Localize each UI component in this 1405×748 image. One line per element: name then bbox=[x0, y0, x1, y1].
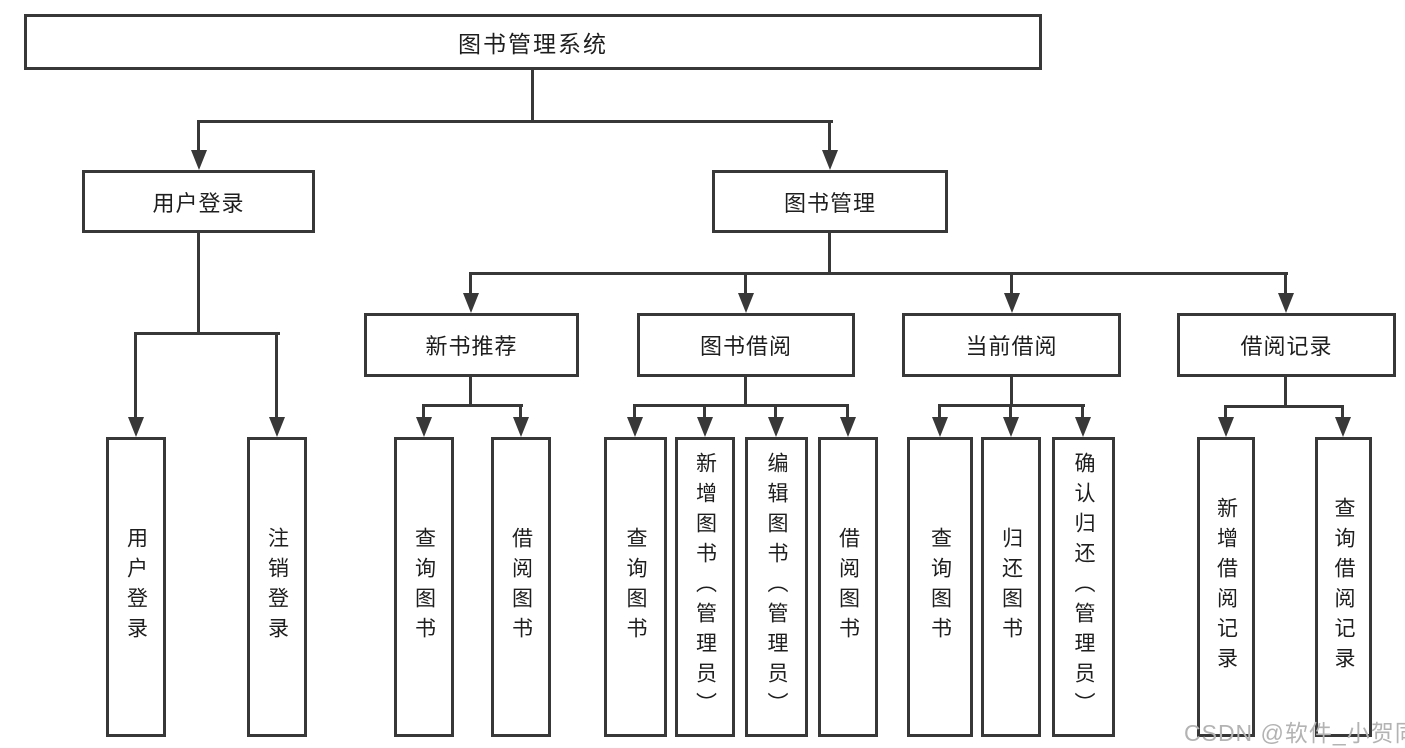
leaf-add-borrow-record-label: 新增借阅记录 bbox=[1214, 497, 1238, 677]
connector-to-leaf-user-login bbox=[134, 332, 137, 419]
connector-to-confirm-return bbox=[1081, 404, 1084, 419]
watermark: CSDN @软件_小贺同学 bbox=[1184, 720, 1405, 746]
connector-to-user-login bbox=[197, 120, 200, 152]
leaf-query-borrow-record-label: 查询借阅记录 bbox=[1332, 497, 1355, 677]
connector-root-rail bbox=[197, 120, 833, 123]
connector-to-edit-books-admin bbox=[774, 404, 777, 419]
leaf-logout-label: 注销登录 bbox=[265, 527, 289, 647]
node-new-book-recommend: 新书推荐 bbox=[364, 313, 579, 377]
node-user-login-branch: 用户登录 bbox=[82, 170, 315, 233]
leaf-query-books-recommend-label: 查询图书 bbox=[412, 527, 436, 647]
connector-book-management-stem bbox=[828, 233, 831, 274]
leaf-borrow-books-recommend-label: 借阅图书 bbox=[509, 527, 533, 647]
connector-root-stem bbox=[531, 70, 534, 121]
node-current-borrowing: 当前借阅 bbox=[902, 313, 1121, 377]
leaf-return-books: 归还图书 bbox=[981, 437, 1041, 737]
leaf-query-borrow-record: 查询借阅记录 bbox=[1315, 437, 1372, 737]
leaf-add-books-admin-label: 新增图书（管理员） bbox=[693, 452, 717, 722]
leaf-edit-books-admin: 编辑图书（管理员） bbox=[745, 437, 808, 737]
arrowhead-to-query-borrow-record bbox=[1335, 417, 1351, 437]
leaf-user-login: 用户登录 bbox=[106, 437, 166, 737]
connector-borrowing-rail bbox=[633, 404, 848, 407]
connector-to-query-books-recommend bbox=[422, 404, 425, 419]
node-book-borrowing: 图书借阅 bbox=[637, 313, 855, 377]
node-book-management: 图书管理 bbox=[712, 170, 948, 233]
arrowhead-to-edit-books-admin bbox=[768, 417, 784, 437]
connector-to-borrowing-records bbox=[1284, 272, 1287, 295]
connector-to-query-books-borrowing bbox=[633, 404, 636, 419]
arrowhead-to-book-management bbox=[822, 150, 838, 170]
leaf-add-books-admin: 新增图书（管理员） bbox=[675, 437, 735, 737]
leaf-confirm-return-admin-label: 确认归还（管理员） bbox=[1072, 452, 1095, 722]
arrowhead-to-add-borrow-record bbox=[1218, 417, 1234, 437]
connector-to-leaf-logout bbox=[275, 332, 278, 419]
leaf-logout: 注销登录 bbox=[247, 437, 307, 737]
leaf-borrow-books: 借阅图书 bbox=[818, 437, 878, 737]
connector-to-book-management bbox=[828, 120, 831, 152]
arrowhead-to-query-books-recommend bbox=[416, 417, 432, 437]
connector-book-management-rail bbox=[469, 272, 1288, 275]
arrowhead-to-borrow-books bbox=[840, 417, 856, 437]
connector-current-stem bbox=[1010, 377, 1013, 406]
arrowhead-to-new-book-recommend bbox=[463, 293, 479, 313]
leaf-return-books-label: 归还图书 bbox=[999, 527, 1023, 647]
connector-records-rail bbox=[1224, 405, 1344, 408]
leaf-query-books-recommend: 查询图书 bbox=[394, 437, 454, 737]
connector-to-add-borrow-record bbox=[1224, 405, 1227, 419]
arrowhead-to-current-borrowing bbox=[1004, 293, 1020, 313]
connector-to-return-books bbox=[1009, 404, 1012, 419]
arrowhead-to-leaf-logout bbox=[269, 417, 285, 437]
connector-to-query-books-current bbox=[938, 404, 941, 419]
connector-user-login-rail bbox=[134, 332, 280, 335]
leaf-add-borrow-record: 新增借阅记录 bbox=[1197, 437, 1255, 737]
node-borrowing-records: 借阅记录 bbox=[1177, 313, 1396, 377]
node-library-management-system: 图书管理系统 bbox=[24, 14, 1042, 70]
connector-to-borrow-books-recommend bbox=[519, 404, 522, 419]
leaf-query-books-current-label: 查询图书 bbox=[928, 527, 952, 647]
arrowhead-to-borrowing-records bbox=[1278, 293, 1294, 313]
connector-recommend-rail bbox=[422, 404, 523, 407]
arrowhead-to-book-borrowing bbox=[738, 293, 754, 313]
connector-user-login-stem bbox=[197, 233, 200, 334]
connector-to-new-book-recommend bbox=[469, 272, 472, 295]
arrowhead-to-add-books-admin bbox=[697, 417, 713, 437]
leaf-query-books-borrowing: 查询图书 bbox=[604, 437, 667, 737]
arrowhead-to-return-books bbox=[1003, 417, 1019, 437]
leaf-query-books-borrowing-label: 查询图书 bbox=[624, 527, 647, 647]
connector-to-add-books-admin bbox=[703, 404, 706, 419]
arrowhead-to-confirm-return bbox=[1075, 417, 1091, 437]
connector-records-stem bbox=[1284, 377, 1287, 407]
arrowhead-to-leaf-user-login bbox=[128, 417, 144, 437]
leaf-borrow-books-label: 借阅图书 bbox=[836, 527, 860, 647]
arrowhead-to-query-books-current bbox=[932, 417, 948, 437]
connector-recommend-stem bbox=[469, 377, 472, 406]
leaf-user-login-label: 用户登录 bbox=[124, 527, 148, 647]
leaf-edit-books-admin-label: 编辑图书（管理员） bbox=[765, 452, 788, 722]
arrowhead-to-user-login bbox=[191, 150, 207, 170]
arrowhead-to-borrow-books-recommend bbox=[513, 417, 529, 437]
connector-to-book-borrowing bbox=[744, 272, 747, 295]
connector-to-query-borrow-record bbox=[1341, 405, 1344, 419]
leaf-borrow-books-recommend: 借阅图书 bbox=[491, 437, 551, 737]
arrowhead-to-query-books-borrowing bbox=[627, 417, 643, 437]
leaf-query-books-current: 查询图书 bbox=[907, 437, 973, 737]
connector-to-current-borrowing bbox=[1010, 272, 1013, 295]
connector-to-borrow-books bbox=[846, 404, 849, 419]
leaf-confirm-return-admin: 确认归还（管理员） bbox=[1052, 437, 1115, 737]
connector-borrowing-stem bbox=[744, 377, 747, 406]
